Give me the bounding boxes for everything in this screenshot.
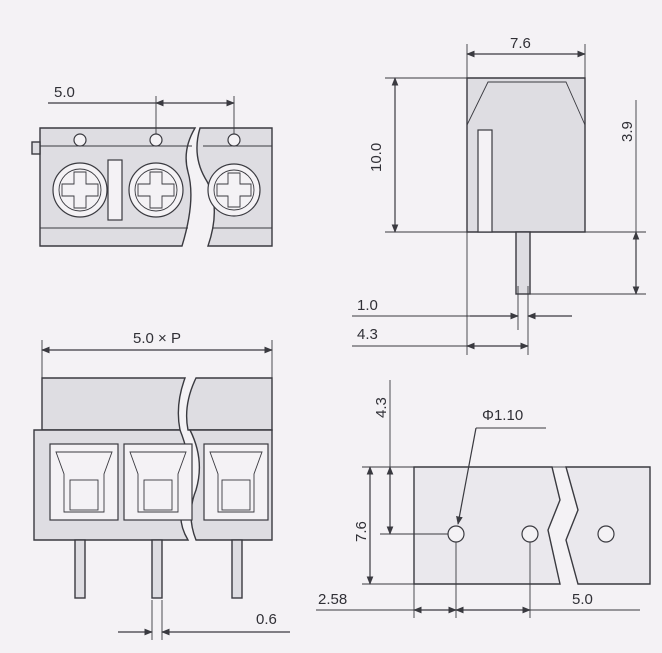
- wire-entry-hole: [227, 133, 241, 147]
- footprint-pitch-label: 5.0: [572, 591, 593, 608]
- footprint-body-right: [565, 466, 651, 585]
- top-pitch-label: 5.0: [54, 84, 75, 101]
- side-view-pin: [515, 231, 531, 295]
- hole-callout-arrow: [456, 427, 477, 525]
- side-view-slot: [477, 129, 493, 233]
- screw-icon: [128, 162, 184, 218]
- front-width-label: 5.0 × P: [133, 330, 181, 347]
- side-height-label: 10.0: [368, 143, 385, 172]
- footprint-depth-label: 7.6: [353, 521, 370, 542]
- side-view-chamfer: [466, 81, 586, 126]
- footprint-hole: [447, 525, 465, 543]
- pin: [74, 539, 86, 599]
- side-width-label: 7.6: [510, 35, 531, 52]
- top-view-tab: [31, 141, 41, 155]
- clamp-window: [49, 443, 119, 521]
- side-pin-thickness-label: 1.0: [357, 297, 378, 314]
- footprint-edge-offset-label: 2.58: [318, 591, 347, 608]
- front-view-top-body: [41, 377, 187, 431]
- screw-icon: [207, 163, 261, 217]
- footprint-hole: [597, 525, 615, 543]
- top-view: 5.0: [31, 84, 273, 247]
- footprint-body-left: [413, 466, 561, 585]
- wire-entry-hole: [149, 133, 163, 147]
- footprint-view: Φ1.10 4.3 7.6 2.58 5.0: [316, 380, 651, 618]
- footprint-hole: [521, 525, 539, 543]
- footprint-hole-label: Φ1.10: [482, 407, 523, 424]
- clamp-window: [203, 443, 269, 521]
- footprint-row-offset-label: 4.3: [373, 397, 390, 418]
- separator-slot: [107, 159, 123, 221]
- front-view-top-body: [185, 377, 273, 431]
- wire-entry-hole: [73, 133, 87, 147]
- screw-icon: [52, 162, 108, 218]
- clamp-window: [123, 443, 193, 521]
- pin: [231, 539, 243, 599]
- front-view: 5.0 × P 0.6: [33, 330, 290, 640]
- side-view: 7.6 10.0 3.9 1.0 4.3: [352, 35, 646, 355]
- front-pin-width-label: 0.6: [256, 611, 277, 628]
- pin: [151, 539, 163, 599]
- side-pin-offset-label: 4.3: [357, 326, 378, 343]
- side-pin-length-label: 3.9: [619, 121, 636, 142]
